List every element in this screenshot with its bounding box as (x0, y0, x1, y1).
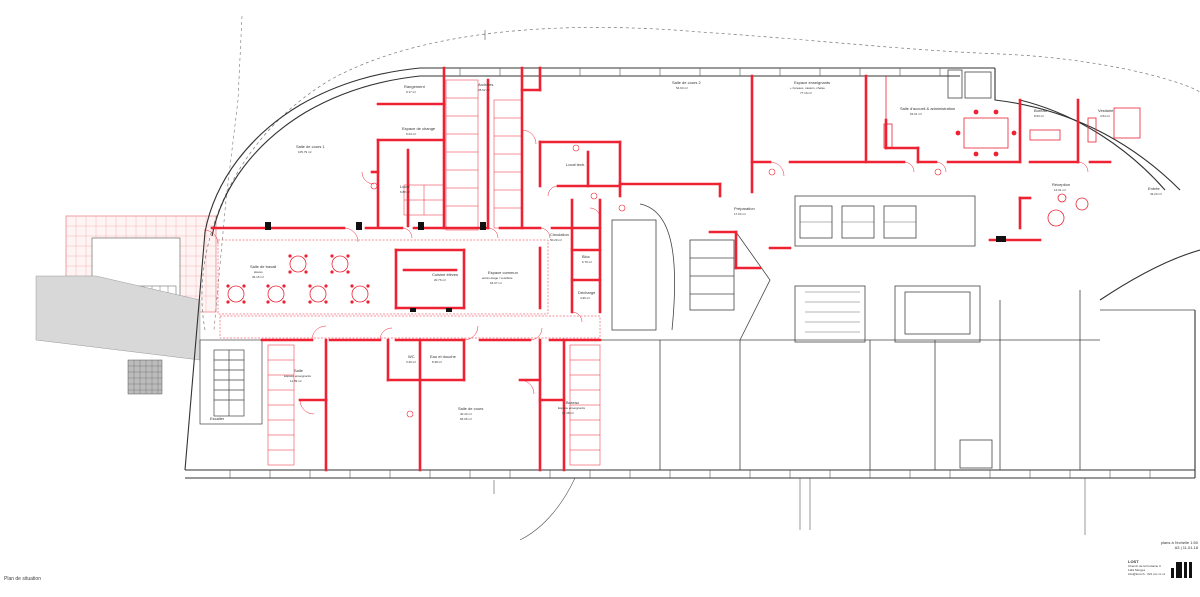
label-bureau-bas: Bureau (566, 400, 579, 405)
title-scale: plans à l'échelle 1:50 (1160, 540, 1198, 545)
area-salle-cours-2: 54.63 m² (676, 86, 688, 90)
area-bloc: 6.79 m² (582, 260, 592, 264)
label-espace-enseignants: Espace enseignants (794, 80, 830, 85)
stairs-left (199, 339, 263, 425)
area-salle-eleves: 36.15 m² (252, 275, 264, 279)
label-vestiaire: Vestiaire (1098, 108, 1114, 113)
label-salle-eleves: Salle de travail (250, 264, 276, 269)
title-block: plans à l'échelle 1:50 A3 | 11.01.18 (1140, 540, 1198, 550)
grille (127, 359, 163, 395)
area-salle-cours-3b: 66.06 m² (460, 417, 472, 421)
furniture (227, 76, 1141, 303)
sub-espace-enseignants: + bureaux, casiers, chaise (790, 86, 825, 90)
label-bloc: Bloc (582, 254, 590, 259)
label-rangement: Rangement (404, 84, 426, 89)
area-bureau: 8.93 m² (1034, 114, 1044, 118)
area-espace-enseignants: 77.19 m² (800, 91, 812, 95)
area-reception: 12.01 m² (1054, 188, 1066, 192)
office-city: 1110 Morges (1128, 568, 1146, 572)
label-cuisine: Cuisine élèves (432, 272, 458, 277)
site-boundary (201, 27, 1200, 331)
title-format-date: A3 | 11.01.18 (1174, 545, 1198, 550)
building-envelope (184, 67, 1200, 479)
label-circulation: Circulation (550, 232, 569, 237)
area-espace-commun: 64.67 m² (490, 281, 502, 285)
label-archives: Archives (478, 82, 493, 87)
office-logo (1171, 560, 1193, 578)
label-salle-gauche: Salle (294, 368, 304, 373)
area-salle-cours-1: 105.79 m² (298, 150, 312, 154)
sub-salle-eleves: élèves (254, 270, 263, 274)
area-local: 6.88 m² (400, 190, 410, 194)
new-walls (210, 66, 1112, 472)
area-decharge: 4.96 m² (580, 296, 590, 300)
label-preparation: Préparation (734, 206, 755, 211)
area-wc: 3.30 m² (406, 360, 416, 364)
logo-bar-1 (1171, 568, 1174, 578)
area-salle-accueil: 64.61 m² (910, 112, 922, 116)
label-local: Local (400, 184, 410, 189)
sub-espace-commun: accès étage / vestibule (482, 276, 513, 280)
lockers (217, 79, 601, 466)
label-salle-accueil: Salle d'accueil & administration (900, 106, 955, 111)
area-bureau-bas: 12.38 m² (562, 411, 574, 415)
label-wc: WC (408, 354, 415, 359)
office-name: LOST (1128, 559, 1139, 564)
room-labels: Salle de cours 1 105.79 m² Rangement 9.1… (210, 80, 1162, 421)
office-contact: info@lost.ch · 021 xxx xx xx (1128, 572, 1166, 576)
label-eau: Eau et douche (430, 354, 457, 359)
area-circulation: 50.29 m² (550, 238, 562, 242)
label-salle-cours-3: Salle de cours (458, 406, 483, 411)
label-escalier: Escalier (210, 416, 225, 421)
label-espace-commun: Espace commun (488, 270, 518, 275)
area-salle-cours-3: 40.43 m² (460, 412, 472, 416)
area-espace-change: 9.24 m² (406, 132, 416, 136)
label-salle-cours-2: Salle de cours 2 (672, 80, 701, 85)
area-cuisine: 20.76 m² (434, 278, 446, 282)
label-bureau: Bureau (1034, 108, 1047, 113)
area-entree: 43.20 m² (1150, 192, 1162, 196)
label-decharge: Décharge (578, 290, 596, 295)
logo-bar-3 (1184, 562, 1187, 578)
area-eau: 8.38 m² (432, 360, 442, 364)
sub-salle-gauche: Espace enseignants (284, 374, 312, 378)
columns (265, 69, 1006, 312)
area-rangement: 9.17 m² (406, 90, 416, 94)
label-local-tech: Local tech. (566, 162, 585, 167)
office-block: LOST Chemin de la Fontaine 3 1110 Morges… (1128, 559, 1168, 577)
label-reception: Réception (1052, 182, 1070, 187)
logo-bar-2 (1176, 562, 1182, 578)
label-entree: Entrée (1148, 186, 1161, 191)
label-espace-change: Espace de change (402, 126, 436, 131)
sub-bureau-bas: Espace enseignants (558, 406, 586, 410)
area-archives: 28.62 m² (478, 88, 490, 92)
office-address: Chemin de la Fontaine 3 (1128, 564, 1161, 568)
footer-caption: Plan de situation (4, 576, 41, 582)
label-salle-cours-1: Salle de cours 1 (296, 144, 325, 149)
doors (203, 129, 1089, 415)
existing-structure (600, 195, 1195, 470)
area-preparation: 17.64 m² (734, 212, 746, 216)
exterior-slab (35, 275, 201, 361)
area-vestiaire: 4.54 m² (1100, 114, 1110, 118)
logo-bar-4 (1189, 562, 1192, 578)
area-salle-gauche: 11.89 m² (290, 379, 302, 383)
